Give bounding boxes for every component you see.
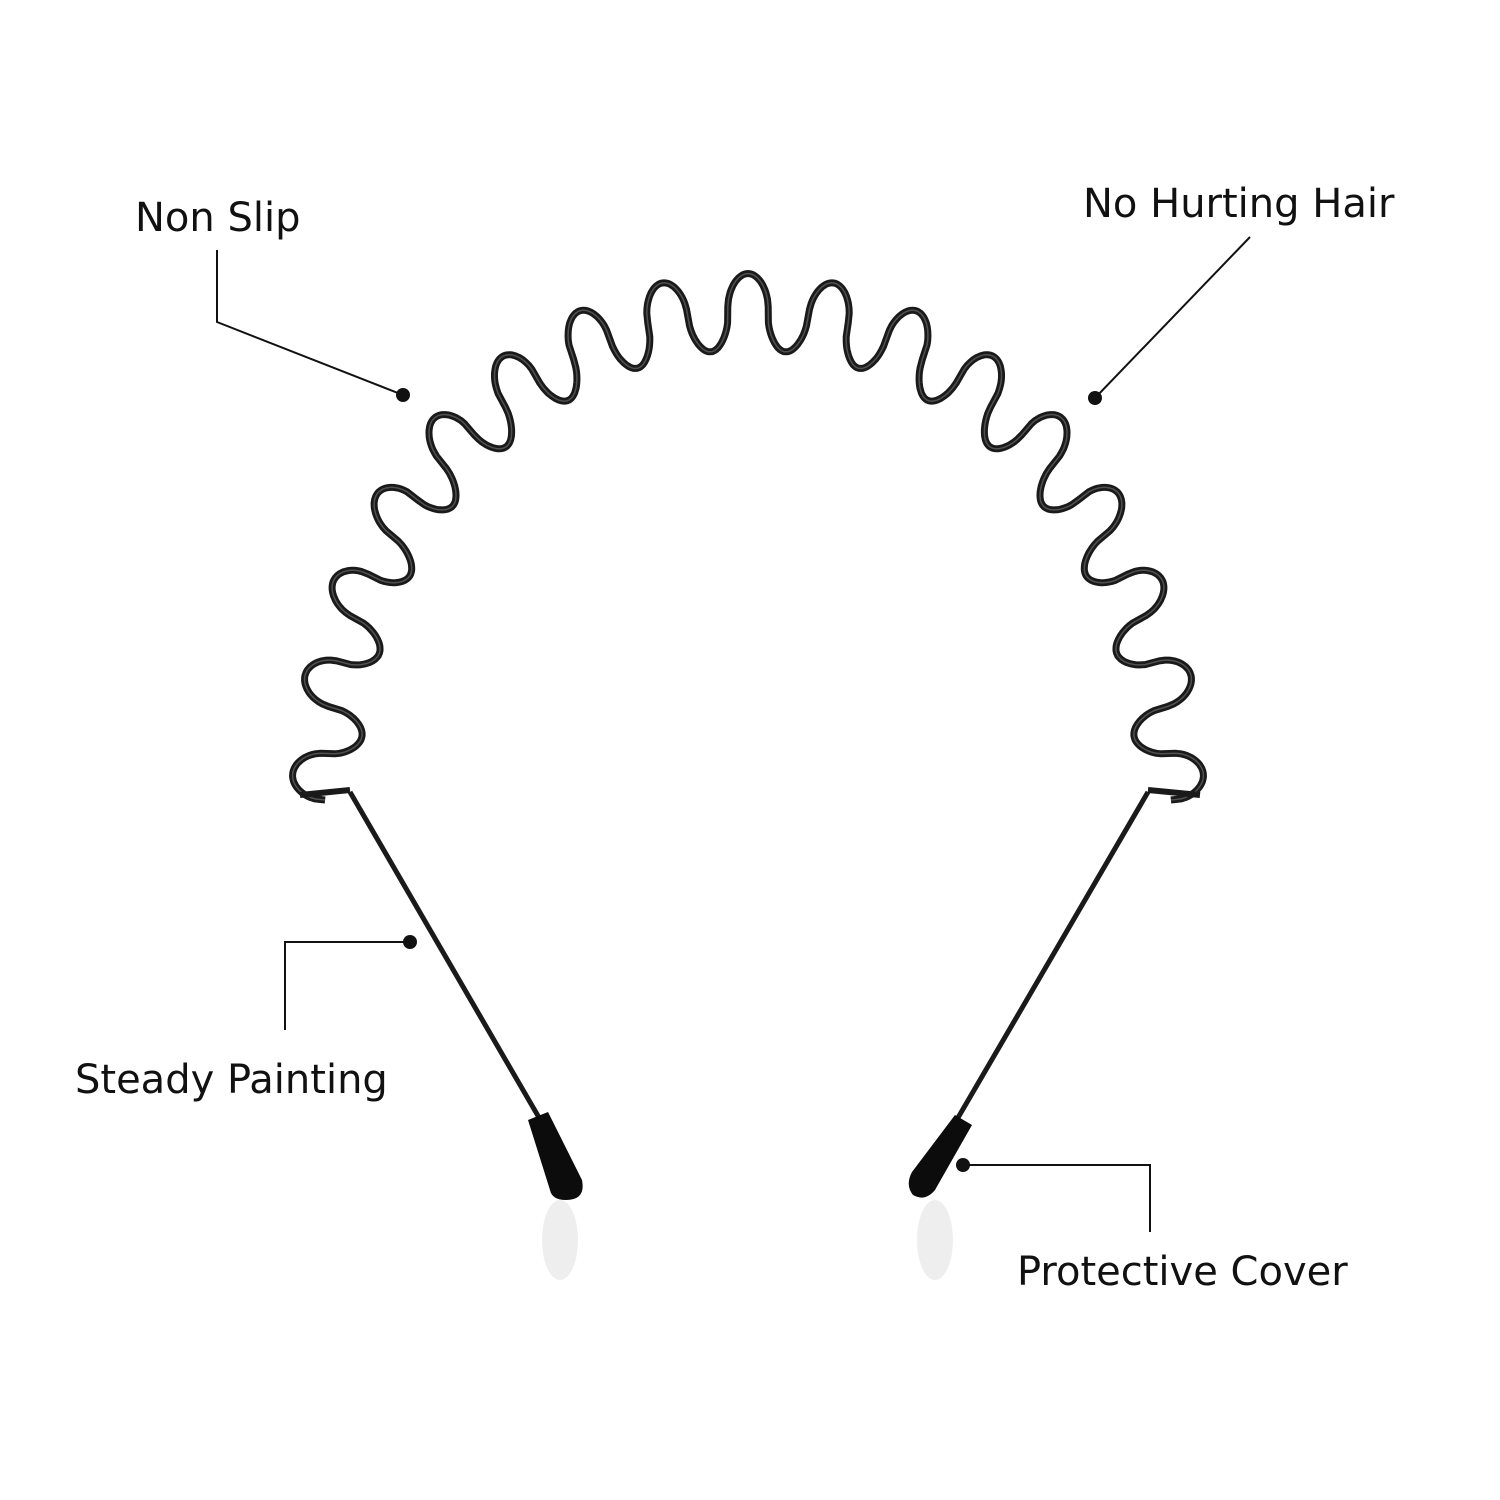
no-hurting-hair-leader-line	[1094, 236, 1251, 399]
left-protective-cap	[528, 1112, 583, 1200]
right-cap-reflection	[917, 1200, 953, 1280]
non-slip-dot	[396, 388, 410, 402]
protective-cover-leader-line	[963, 1164, 1151, 1232]
no-hurting-hair-dot	[1088, 391, 1102, 405]
band-highlight	[291, 272, 1205, 801]
protective-cover-label: Protective Cover	[1017, 1249, 1348, 1295]
right-leg	[942, 790, 1151, 1142]
wavy-headband-band	[289, 270, 1207, 804]
steady-painting-dot	[403, 935, 417, 949]
right-connector	[1147, 787, 1201, 798]
right-protective-cap	[908, 1115, 972, 1198]
non-slip-label: Non Slip	[135, 195, 301, 241]
steady-painting-label: Steady Painting	[75, 1057, 388, 1103]
protective-cover-dot	[956, 1158, 970, 1172]
left-connector	[299, 787, 351, 798]
steady-painting-leader-line	[284, 941, 410, 1030]
no-hurting-hair-label: No Hurting Hair	[1083, 181, 1395, 227]
left-leg	[347, 790, 555, 1142]
non-slip-leader-line	[216, 250, 404, 396]
left-cap-reflection	[542, 1200, 578, 1280]
